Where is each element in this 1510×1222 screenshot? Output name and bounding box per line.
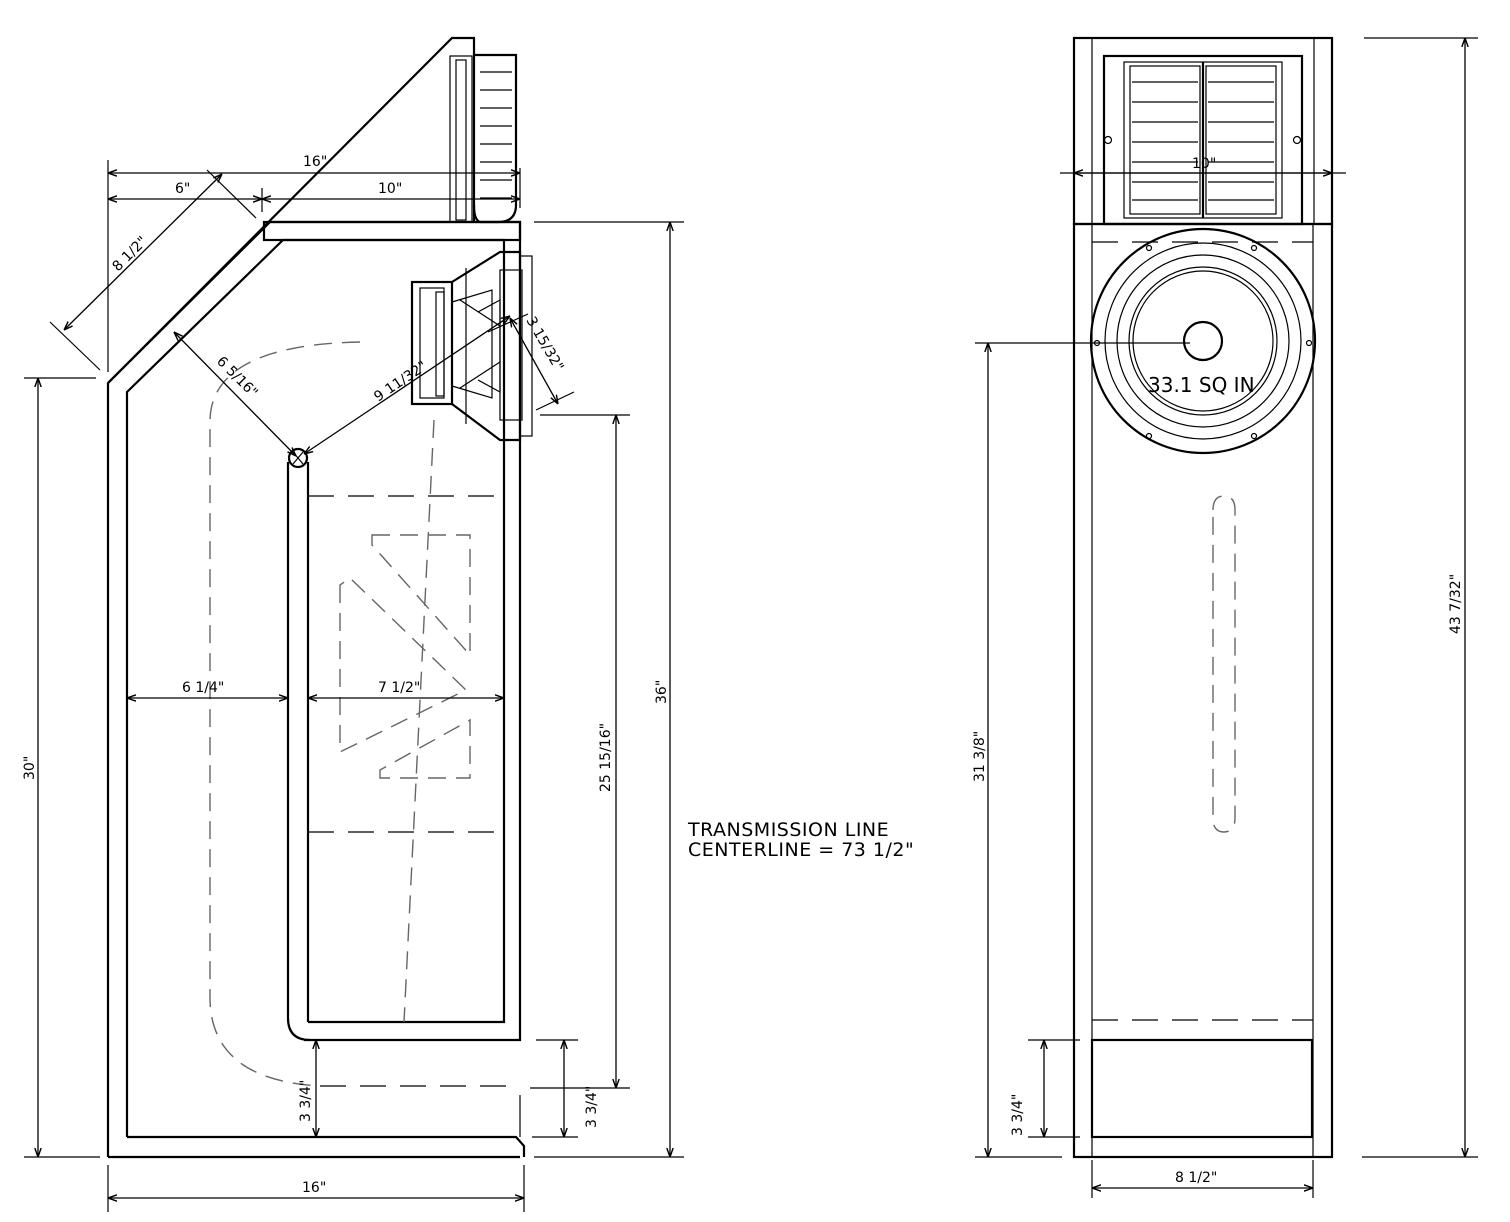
dim-bottom-width: 16": [302, 1180, 326, 1196]
dim-driver-diag-line: [304, 316, 510, 454]
dim-front-bottom-width: 8 1/2": [1175, 1170, 1217, 1186]
centerline-note: TRANSMISSION LINE CENTERLINE = 73 1/2": [687, 819, 914, 861]
note-line-1: TRANSMISSION LINE: [687, 819, 889, 841]
cabinet-outer-outline: [106, 220, 522, 1157]
dim-driver-depth-line: [510, 318, 558, 404]
dim-front-total-height: 43 7/32": [1448, 574, 1464, 634]
dim-slant-line: [64, 174, 222, 330]
dim-top-rear: 10": [378, 181, 402, 197]
front-internal-slot: [1212, 495, 1236, 833]
dim-baffle-gap-line: [174, 332, 296, 456]
port-area-label: 33.1 SQ IN: [1148, 373, 1255, 397]
dim-foot-a: 3 3/4": [298, 1080, 314, 1122]
dim-front-foot: 3 3/4": [1010, 1094, 1026, 1136]
dim-inner-left: 6 1/4": [182, 680, 224, 696]
woofer-front: [1089, 227, 1317, 455]
dim-driver-depth: 3 15/32": [523, 314, 567, 374]
dim-total-height: 36": [654, 680, 670, 704]
divider-top-round: [287, 447, 309, 469]
dim-line-height: 25 15/16": [598, 723, 614, 792]
dim-foot-b: 3 3/4": [584, 1086, 600, 1128]
front-view: 33.1 SQ IN 10" 43 7/32" 31 3/8" 3 3/4" 8…: [972, 36, 1478, 1198]
woofer-side-profile: [410, 250, 533, 442]
front-port-opening: [1090, 1038, 1314, 1139]
dim-front-height: 30": [22, 756, 38, 780]
tweeter-horn: [472, 53, 518, 224]
front-tweeter-fins: [1132, 81, 1274, 201]
dim-slant: 8 1/2": [110, 234, 151, 275]
dim-top-width: 16": [303, 154, 327, 170]
line-centerline: [209, 341, 361, 1087]
divider-wall: [286, 462, 311, 1042]
tweeter-fins: [480, 71, 512, 199]
damping-baffle-1: [371, 534, 471, 657]
dim-top-front: 6": [175, 181, 190, 197]
side-view: 16" 6" 10" 8 1/2" 6 5/16" 9 11/32" 3 15/…: [22, 36, 684, 1212]
note-line-2: CENTERLINE = 73 1/2": [688, 839, 914, 861]
damping-baffle-3: [379, 718, 471, 779]
front-cabinet-outline: [1072, 222, 1334, 1159]
dim-baffle-gap: 6 5/16": [213, 354, 261, 402]
dim-driver-height: 31 3/8": [972, 731, 988, 782]
woofer-dustcap: [1182, 320, 1224, 362]
tweeter-wedge: [107, 36, 476, 384]
damping-baffle-2: [339, 577, 468, 754]
dim-front-top-width: 10": [1192, 156, 1216, 172]
dim-inner-right: 7 1/2": [378, 680, 420, 696]
